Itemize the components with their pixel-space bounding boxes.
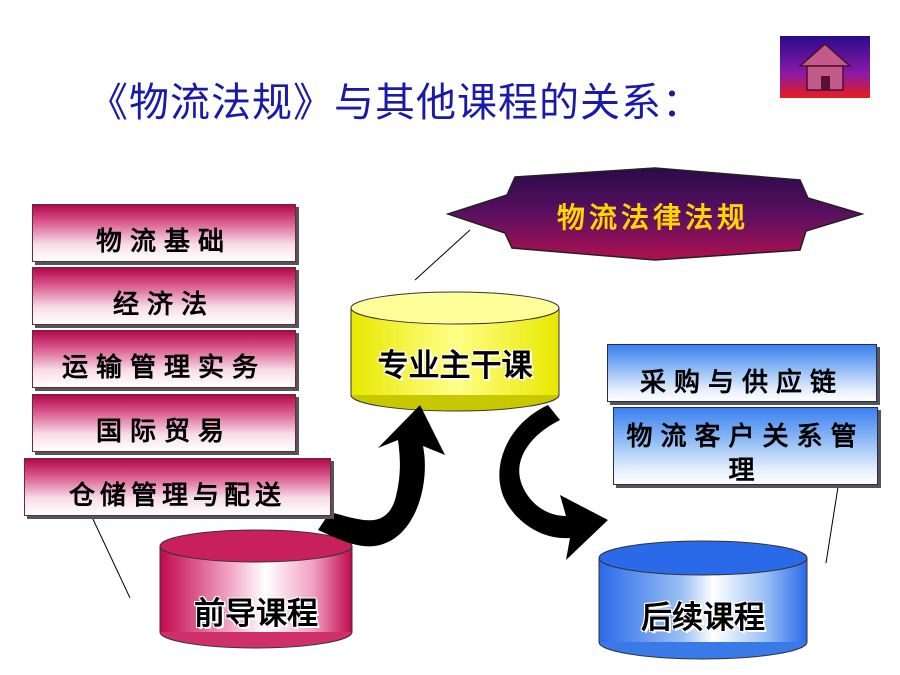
home-button[interactable] bbox=[780, 36, 870, 98]
arrow-core-to-followup bbox=[499, 405, 608, 560]
top-course-label: 物流法律法规 bbox=[556, 201, 749, 234]
top-banner-shape bbox=[445, 167, 865, 261]
home-icon bbox=[798, 43, 852, 91]
prerequisite-course-4: 国际贸易 bbox=[32, 394, 296, 452]
connector-line-top bbox=[414, 229, 471, 281]
prerequisite-course-5: 仓储管理与配送 bbox=[24, 458, 331, 516]
followup-course-1: 采购与供应链 bbox=[607, 344, 877, 402]
arrow-prerequisite-to-core bbox=[318, 405, 445, 547]
followup-course-2: 物流客户关系管理 bbox=[613, 407, 878, 486]
prerequisite-label: 前导课程 bbox=[194, 596, 318, 632]
prerequisite-course-1: 物流基础 bbox=[32, 204, 296, 262]
prerequisite-course-2: 经济法 bbox=[32, 267, 296, 325]
page-title: 《物流法规》与其他课程的关系： bbox=[88, 80, 703, 126]
followup-label: 后续课程 bbox=[641, 600, 765, 636]
followup-cylinder bbox=[598, 540, 808, 660]
core-course-label: 专业主干课 bbox=[377, 348, 533, 384]
prerequisite-course-3: 运输管理实务 bbox=[32, 330, 296, 388]
connector-line-right bbox=[825, 486, 839, 564]
prerequisite-cylinder bbox=[159, 529, 353, 649]
center-cylinder bbox=[350, 291, 560, 412]
connector-line-left bbox=[91, 516, 131, 599]
